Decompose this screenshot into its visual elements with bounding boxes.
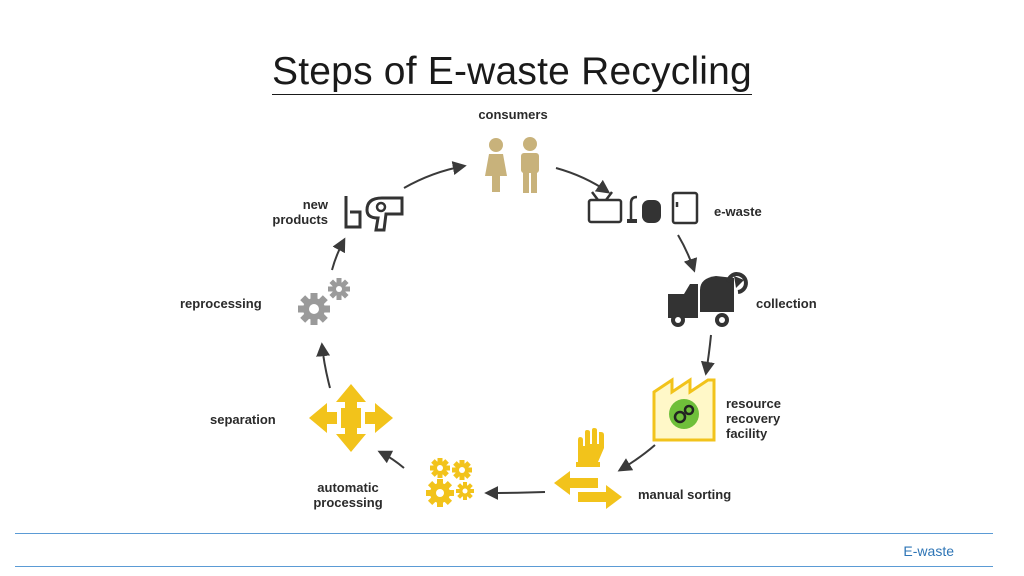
vacuum-icon <box>627 195 661 223</box>
people-icon <box>485 137 539 193</box>
arrow-newproducts-to-consumers <box>403 161 467 189</box>
mixer-icon <box>344 196 362 229</box>
title-text: Steps of E-waste Recycling <box>272 50 752 95</box>
sort-arrows-icon <box>554 471 622 509</box>
arrow-reprocessing-to-newproducts <box>331 237 346 271</box>
label-consumers: consumers <box>478 107 548 122</box>
arrow-consumers-to-ewaste <box>555 167 611 194</box>
gears-icon <box>426 458 474 507</box>
label-ewaste: e-waste <box>714 204 762 219</box>
hand-icon <box>576 428 604 467</box>
label-reprocessing: reprocessing <box>180 296 262 311</box>
label-manual-sorting: manual sorting <box>638 487 732 502</box>
footer-rule-top <box>15 533 993 534</box>
label-collection: collection <box>756 296 817 311</box>
cross-arrows-icon <box>309 384 393 452</box>
arrow-facility-to-sorting <box>617 444 656 472</box>
label-separation: separation <box>210 412 276 427</box>
factory-icon <box>652 377 716 442</box>
cycle-arrows <box>316 161 715 500</box>
truck-icon <box>668 272 748 327</box>
label-new-products: new products <box>272 197 328 227</box>
gray-gears-icon <box>298 278 350 325</box>
arrow-separation-to-reprocessing <box>316 342 331 389</box>
footer-rule-bottom <box>15 566 993 567</box>
arrow-ewaste-to-collection <box>677 234 698 273</box>
hairdryer-icon <box>365 196 404 232</box>
label-automatic-processing: automatic processing <box>313 480 383 510</box>
arrow-automatic-to-separation <box>377 450 405 469</box>
footer-label: E-waste <box>903 543 954 559</box>
label-resource-recovery-facility: resource recovery facility <box>726 396 781 441</box>
arrow-collection-to-facility <box>700 334 715 376</box>
arrow-sorting-to-automatic <box>484 485 546 500</box>
slide-title: Steps of E-waste Recycling <box>0 50 1024 95</box>
tv-icon <box>587 191 623 224</box>
fridge-icon <box>671 191 699 225</box>
